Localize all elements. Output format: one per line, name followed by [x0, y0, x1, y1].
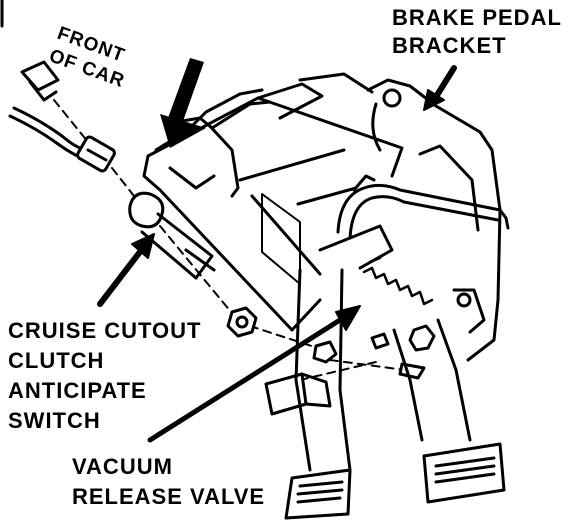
front-of-car-arrow: [160, 58, 206, 148]
wiring-connector: [76, 135, 116, 173]
cruise-cutout-switch-label: CRUISE CUTOUT CLUTCH ANTICIPATE SWITCH: [8, 316, 202, 436]
brake-pedal-bracket-label: BRAKE PEDAL BRACKET: [392, 4, 562, 60]
pedal-pivot-rod: [336, 183, 510, 240]
cruise-cutout-label-line-4: SWITCH: [8, 408, 101, 433]
vacuum-release-valve-label: VACUUM RELEASE VALVE: [72, 452, 265, 512]
cruise-cutout-label-line-1: CRUISE CUTOUT: [8, 318, 202, 343]
brake-pedal-pad: [422, 442, 506, 504]
vacuum-valve-leader-arrow: [147, 305, 361, 443]
cruise-cutout-label-line-3: ANTICIPATE: [8, 378, 147, 403]
brake-pedal-arm: [392, 318, 472, 442]
cruise-switch-leader-arrow: [97, 233, 155, 307]
vacuum-release-valve-spring: [362, 256, 434, 306]
brake-pedal-bracket-label-line-1: BRAKE PEDAL: [392, 5, 562, 30]
vacuum-valve-label-line-2: RELEASE VALVE: [72, 484, 266, 509]
pedal-bracket-housing: [142, 72, 404, 332]
vacuum-valve-label-line-1: VACUUM: [72, 454, 173, 479]
brake-pedal-bracket-plate: [366, 78, 502, 362]
cruise-cutout-switch: [128, 191, 216, 280]
clutch-pedal-pad: [284, 468, 352, 520]
cruise-cutout-label-line-2: CLUTCH: [8, 348, 105, 373]
brake-pedal-bracket-label-line-2: BRACKET: [392, 33, 507, 58]
brake-bracket-leader-arrow: [423, 65, 457, 111]
bolt-and-nut-hardware: [312, 324, 436, 380]
mounting-nut: [226, 306, 258, 338]
